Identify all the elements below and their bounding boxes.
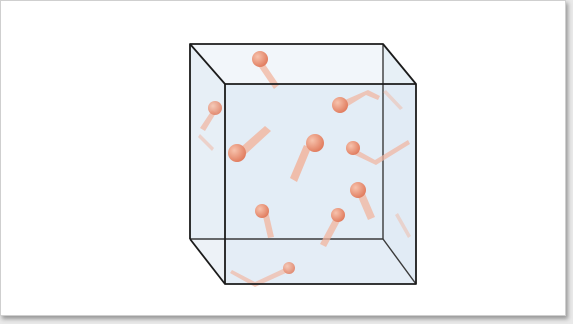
box-top-face [190, 44, 416, 84]
box-front-face [225, 84, 416, 284]
